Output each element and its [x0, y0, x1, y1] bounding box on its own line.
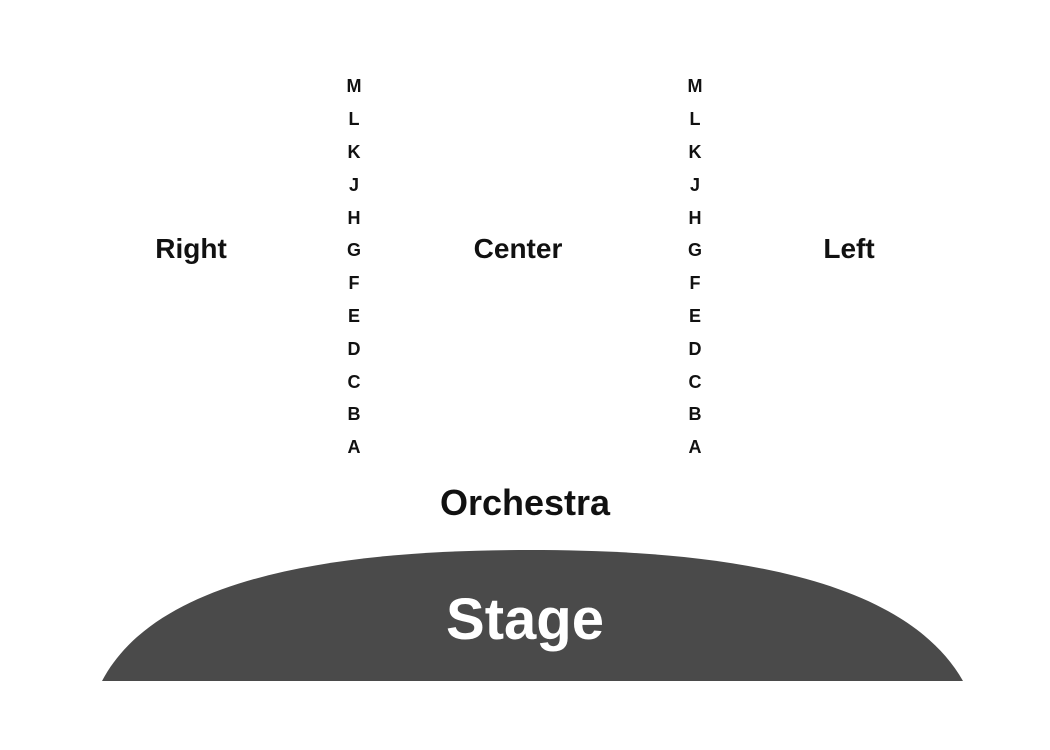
orchestra-label: Orchestra [439, 482, 611, 523]
stage-area [102, 550, 963, 681]
row-letter: B [688, 404, 702, 425]
row-letter: M [346, 76, 362, 97]
row-letter: E [347, 305, 360, 326]
row-letter: B [347, 404, 361, 425]
row-letter: J [689, 174, 700, 195]
row-letter: F [348, 273, 360, 294]
row-letter: C [688, 371, 702, 392]
row-letter: F [689, 273, 701, 294]
row-letter: E [688, 305, 701, 326]
section-label-center: Center [473, 233, 563, 264]
row-letter: D [347, 338, 361, 359]
row-letter: M [687, 76, 703, 97]
stage-label: Stage [446, 587, 604, 652]
row-letter: L [689, 109, 701, 130]
row-letter: G [687, 240, 702, 261]
row-letter: A [347, 437, 361, 458]
row-letter: L [348, 109, 360, 130]
row-letter: K [347, 141, 361, 162]
row-letter: J [348, 174, 359, 195]
row-letter: K [688, 141, 702, 162]
row-letter: C [347, 371, 361, 392]
row-letter: H [688, 207, 702, 228]
row-letter: H [347, 207, 361, 228]
section-label-right: Right [155, 233, 227, 264]
row-letter: A [688, 437, 702, 458]
section-label-left: Left [823, 233, 875, 264]
row-letter: G [346, 240, 361, 261]
row-letter: D [688, 338, 702, 359]
